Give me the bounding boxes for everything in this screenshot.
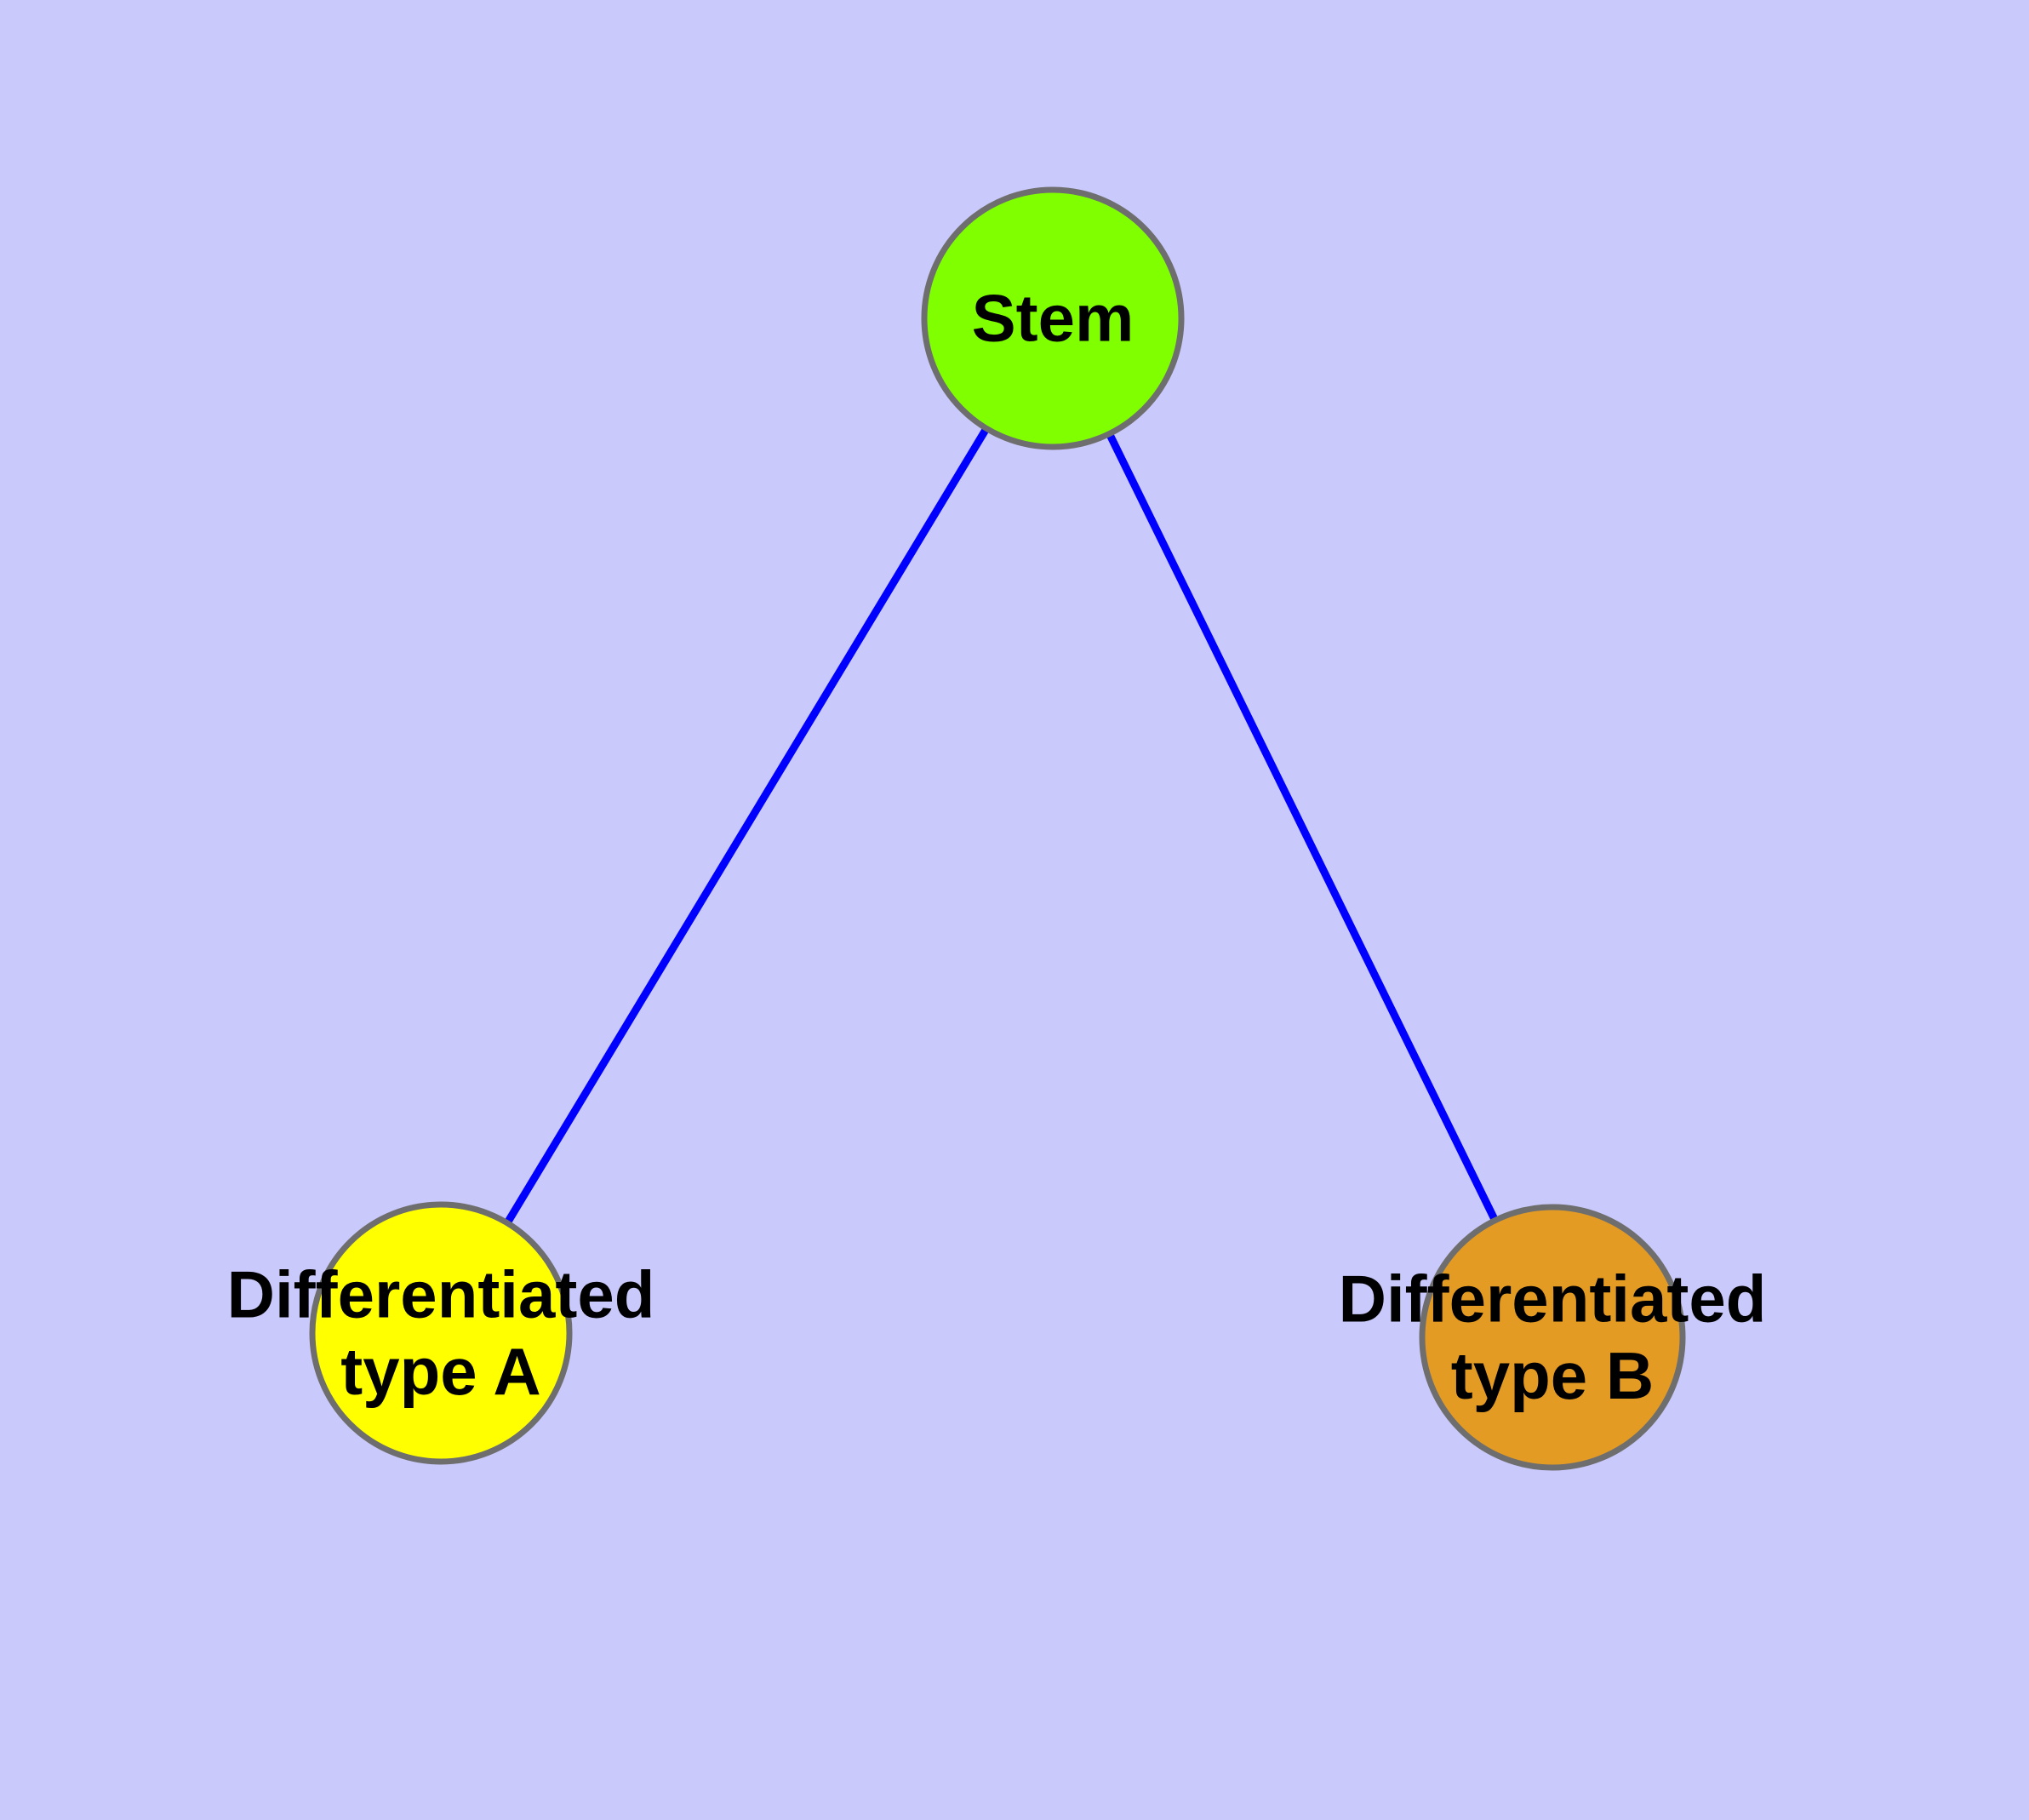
node-diff_a[interactable] <box>309 1201 573 1465</box>
node-label-line: Differentiated <box>227 1256 655 1331</box>
edge-stem-to-b[interactable] <box>1049 317 1557 1339</box>
node-label-line: type A <box>340 1334 541 1409</box>
edge-stem-to-a[interactable] <box>437 316 1056 1336</box>
edges-layer <box>437 316 1557 1339</box>
node-label-line: Differentiated <box>1339 1261 1767 1336</box>
node-label-stem: Stem <box>972 281 1135 356</box>
node-label-line: type B <box>1451 1338 1654 1413</box>
nodes-layer <box>309 186 1686 1471</box>
node-diff_b[interactable] <box>1419 1204 1686 1471</box>
node-label-line: Stem <box>972 281 1135 356</box>
node-stem[interactable] <box>921 186 1185 450</box>
